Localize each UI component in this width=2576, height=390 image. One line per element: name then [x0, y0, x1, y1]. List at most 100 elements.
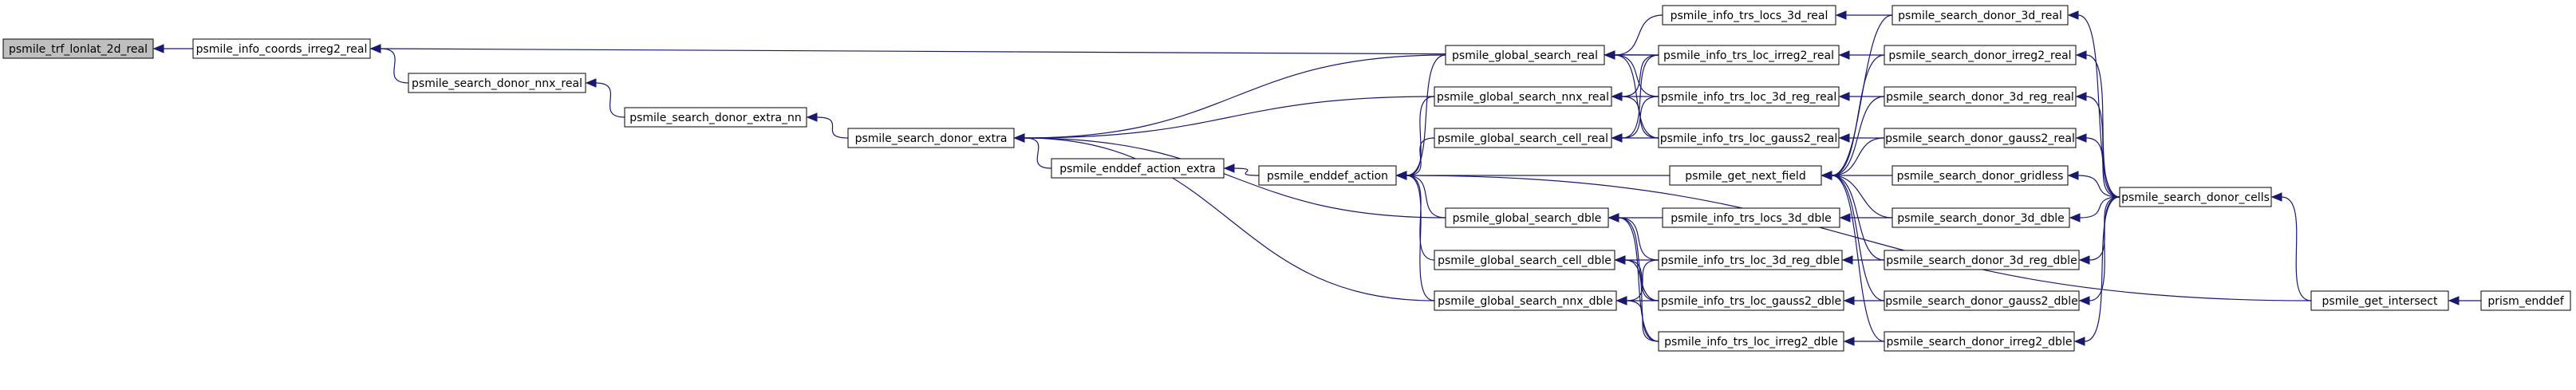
node-box [1662, 207, 1840, 228]
node-gs-nnx-real[interactable]: psmile_global_search_nnx_real [1434, 86, 1612, 107]
edge-gs-real-to-donor-extra [1013, 54, 1446, 143]
edge-enddef-action-to-action-extra [1223, 163, 1260, 176]
edge-line [1024, 137, 1446, 219]
node-sd-irreg2-real[interactable]: psmile_search_donor_irreg2_real [1884, 45, 2077, 65]
arrowhead-icon [2075, 92, 2087, 101]
node-label: psmile_search_donor_extra_nn [629, 112, 802, 124]
edge-cells-to-sd-3d-real [2067, 10, 2120, 198]
node-gs-real[interactable]: psmile_global_search_real [1445, 45, 1605, 65]
node-label: psmile_info_trs_locs_3d_real [1671, 10, 1828, 22]
node-locs3d-dble[interactable]: psmile_info_trs_locs_3d_dble [1662, 207, 1840, 228]
node-label: psmile_search_donor_gauss2_real [1885, 132, 2075, 145]
node-label: psmile_search_donor_cells [2121, 191, 2270, 204]
node-loc3dreg-dble[interactable]: psmile_info_trs_loc_3d_reg_dble [1658, 250, 1843, 270]
arrowhead-icon [1611, 133, 1623, 143]
edge-line [1406, 54, 1446, 176]
node-box [2310, 290, 2449, 311]
edge-sd-3dreg-real-to-loc3dreg-real [1838, 92, 1884, 101]
edge-sd-irreg2-dble-to-next-field [1821, 171, 1885, 342]
node-box [1434, 86, 1612, 107]
node-donor-extra[interactable]: psmile_search_donor_extra [847, 128, 1015, 148]
node-enddef-action[interactable]: psmile_enddef_action [1258, 165, 1397, 186]
node-loc-irreg2-real[interactable]: psmile_info_trs_loc_irreg2_real [1658, 45, 1840, 65]
edge-line [1831, 175, 1885, 342]
edge-line [2085, 54, 2120, 198]
arrowhead-icon [1843, 296, 1855, 305]
edge-sd-gauss2-real-to-gauss2-real [1838, 133, 1884, 143]
node-sd-gridless[interactable]: psmile_search_donor_gridless [1892, 165, 2069, 186]
edge-line [1626, 259, 1659, 301]
arrowhead-icon [2078, 296, 2090, 305]
node-label: psmile_search_donor_3d_dble [1897, 212, 2064, 225]
node-gs-dble[interactable]: psmile_global_search_dble [1445, 207, 1609, 228]
edge-line [1621, 54, 1659, 139]
node-box [1445, 45, 1605, 65]
node-sd-irreg2-dble[interactable]: psmile_search_donor_irreg2_dble [1884, 331, 2075, 352]
edge-line [1024, 54, 1446, 139]
node-box [1884, 290, 2080, 311]
edge-line [1614, 54, 1659, 97]
node-locs3d-real[interactable]: psmile_info_trs_locs_3d_real [1662, 5, 1836, 26]
node-gs-cell-real[interactable]: psmile_global_search_cell_real [1434, 128, 1612, 148]
node-loc3dreg-real[interactable]: psmile_info_trs_loc_3d_reg_real [1658, 86, 1840, 107]
node-sd-gauss2-dble[interactable]: psmile_search_donor_gauss2_dble [1884, 290, 2080, 311]
node-label: psmile_global_search_cell_real [1438, 132, 1608, 145]
node-box [1892, 207, 2070, 228]
node-box [1892, 5, 2069, 26]
edge-sd-3d-dble-to-locs3d-dble [1839, 213, 1892, 223]
node-box [1884, 250, 2080, 270]
node-sd-3d-dble[interactable]: psmile_search_donor_3d_dble [1892, 207, 2070, 228]
node-gauss2-dble[interactable]: psmile_info_trs_loc_gauss2_dble [1658, 290, 1844, 311]
node-gauss2-real[interactable]: psmile_info_trs_loc_gauss2_real [1658, 128, 1840, 148]
edge-line [380, 48, 409, 84]
arrowhead-icon [1604, 50, 1615, 60]
node-gs-cell-dble[interactable]: psmile_global_search_cell_dble [1434, 250, 1615, 270]
arrowhead-icon [1615, 296, 1627, 305]
edge-line [1621, 54, 1659, 97]
node-prism-enddef[interactable]: prism_enddef [2480, 290, 2571, 311]
node-box [1258, 165, 1397, 186]
node-label: psmile_get_next_field [1685, 170, 1805, 183]
node-irreg2-dble[interactable]: psmile_info_trs_loc_irreg2_dble [1658, 331, 1844, 352]
node-intersect[interactable]: psmile_get_intersect [2310, 290, 2449, 311]
node-label: psmile_enddef_action_extra [1059, 163, 1216, 175]
node-sd-3d-real[interactable]: psmile_search_donor_3d_real [1892, 5, 2069, 26]
node-cells[interactable]: psmile_search_donor_cells [2119, 187, 2272, 207]
arrowhead-icon [2270, 192, 2282, 202]
node-extra-nn[interactable]: psmile_search_donor_extra_nn [624, 107, 807, 128]
node-sd-3dreg-real[interactable]: psmile_search_donor_3d_reg_real [1884, 86, 2077, 107]
edge-line [1831, 175, 1885, 261]
edge-line [1624, 259, 1659, 301]
edge-line [1831, 175, 1885, 301]
node-coords[interactable]: psmile_info_coords_irreg2_real [192, 38, 371, 59]
node-box [1658, 128, 1840, 148]
arrowhead-icon [2078, 255, 2090, 265]
node-box [2480, 290, 2571, 311]
edge-line [2085, 96, 2120, 198]
node-sd-gauss2-real[interactable]: psmile_search_donor_gauss2_real [1884, 128, 2077, 148]
node-sd-3dreg-dble[interactable]: psmile_search_donor_3d_reg_dble [1884, 250, 2080, 270]
edge-gs-nnx-dble-to-enddef-action [1395, 171, 1435, 301]
edge-cells-to-sd-3dreg-real [2075, 92, 2120, 198]
arrowhead-icon [585, 78, 597, 88]
edge-line [1024, 137, 1435, 301]
node-label: psmile_info_coords_irreg2_real [196, 43, 368, 56]
node-next-field[interactable]: psmile_get_next_field [1669, 165, 1822, 186]
node-action-extra[interactable]: psmile_enddef_action_extra [1051, 158, 1225, 179]
node-label: psmile_info_trs_loc_gauss2_dble [1661, 295, 1841, 308]
arrowhead-icon [1838, 50, 1850, 60]
node-label: psmile_trf_lonlat_2d_real [9, 43, 148, 56]
arrowhead-icon [2075, 50, 2087, 60]
node-box [408, 73, 586, 93]
edge-line [1406, 175, 1446, 219]
node-label: psmile_info_trs_loc_3d_reg_dble [1661, 254, 1840, 267]
node-label: psmile_info_trs_locs_3d_dble [1671, 212, 1832, 225]
arrowhead-icon [2069, 213, 2081, 223]
node-gs-nnx-dble[interactable]: psmile_global_search_nnx_dble [1434, 290, 1617, 311]
edge-sd-3dreg-dble-to-loc3dreg-dble [1841, 255, 1884, 265]
node-trf[interactable]: psmile_trf_lonlat_2d_real [2, 38, 154, 59]
node-nnx[interactable]: psmile_search_donor_nnx_real [408, 73, 586, 93]
node-label: psmile_search_donor_nnx_real [412, 77, 582, 90]
edge-line [1406, 175, 1435, 301]
edge-prism-enddef-to-intersect [2448, 296, 2481, 305]
